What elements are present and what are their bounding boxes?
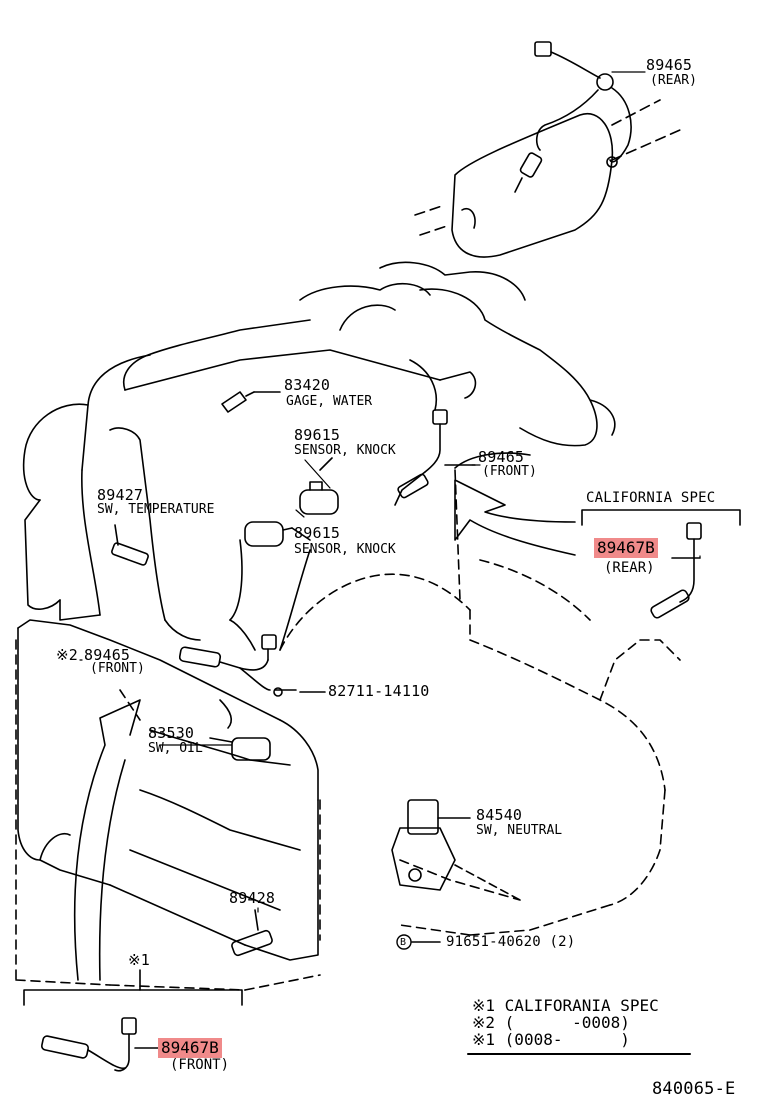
- neutral-switch-drawing: [391, 799, 521, 901]
- ca-front-bracket: [23, 969, 243, 1006]
- knock-sensor-1-drawing: [299, 457, 339, 515]
- part-number-83530: 83530: [148, 724, 195, 742]
- part-desc-89615-b: SENSOR, KNOCK: [294, 542, 396, 557]
- oil-switch-drawing: [209, 737, 271, 761]
- figure-id: 840065-E: [652, 1079, 736, 1099]
- exhaust-catalyst: [414, 99, 681, 258]
- part-desc-89427: SW, TEMPERATURE: [97, 502, 215, 517]
- part-desc-83420: GAGE, WATER: [286, 394, 373, 409]
- part-number-89465-rear: 89465: [646, 56, 693, 74]
- o2-sensor-rear-top-drawing: [514, 41, 632, 193]
- part-desc-89465-front-top: (FRONT): [482, 464, 537, 479]
- part-number-89465-front-left: 89465: [84, 646, 131, 664]
- leader-lines: [79, 71, 701, 913]
- note-line-1: ※1 CALIFORANIA SPEC: [472, 996, 659, 1015]
- temperature-switch-drawing: [111, 524, 149, 566]
- part-desc-89465-front-left: (FRONT): [90, 661, 145, 676]
- part-number-91651-40620: 91651-40620 (2): [446, 934, 576, 950]
- sensor-89428-drawing: [231, 909, 273, 957]
- note-mark-1-front: ※1: [128, 951, 150, 969]
- part-number-89427: 89427: [97, 486, 144, 504]
- knock-sensor-2-drawing: [244, 521, 311, 547]
- water-gage-sensor-drawing: [221, 391, 281, 413]
- ca-rear-o2-sensor-drawing: [650, 522, 702, 619]
- part-number-83420: 83420: [284, 376, 331, 394]
- bolt-symbol-icon: [396, 934, 412, 950]
- flow-arrow-left: [73, 699, 141, 981]
- part-number-89465-front-top: 89465: [478, 448, 525, 466]
- o2-sensor-front-top-drawing: [394, 409, 476, 506]
- part-desc-89467b-rear: (REAR): [604, 560, 655, 576]
- part-number-89467b-front: 89467B: [158, 1038, 222, 1058]
- california-spec-label: CALIFORNIA SPEC: [586, 490, 716, 506]
- o2-sensor-front-left-drawing: [178, 634, 277, 691]
- engine-block-lower: [17, 619, 319, 961]
- part-desc-83530: SW, OIL: [148, 741, 203, 756]
- note-line-2: ※2 ( -0008): [472, 1013, 630, 1032]
- engine-outline: [22, 261, 616, 651]
- part-number-84540: 84540: [476, 806, 523, 824]
- part-number-89615-a: 89615: [294, 426, 341, 444]
- california-spec-bracket: [581, 509, 741, 526]
- part-desc-84540: SW, NEUTRAL: [476, 823, 563, 838]
- note-mark-2: ※2: [56, 646, 78, 664]
- clamp-drawing: [273, 687, 326, 697]
- part-desc-89467b-front: (FRONT): [170, 1057, 230, 1073]
- note-line-3: ※1 (0008- ): [472, 1030, 630, 1049]
- part-number-82711-14110: 82711-14110: [328, 682, 430, 700]
- ca-front-o2-sensor-drawing: [40, 1017, 161, 1072]
- part-desc-89465-rear: (REAR): [650, 73, 697, 88]
- part-number-89467b-rear: 89467B: [594, 538, 658, 558]
- part-desc-89615-a: SENSOR, KNOCK: [294, 443, 396, 458]
- bolt-symbol-letter: B: [400, 937, 407, 948]
- flow-arrow-right: [454, 479, 576, 556]
- part-number-89428: 89428: [229, 889, 276, 907]
- part-number-89615-b: 89615: [294, 524, 341, 542]
